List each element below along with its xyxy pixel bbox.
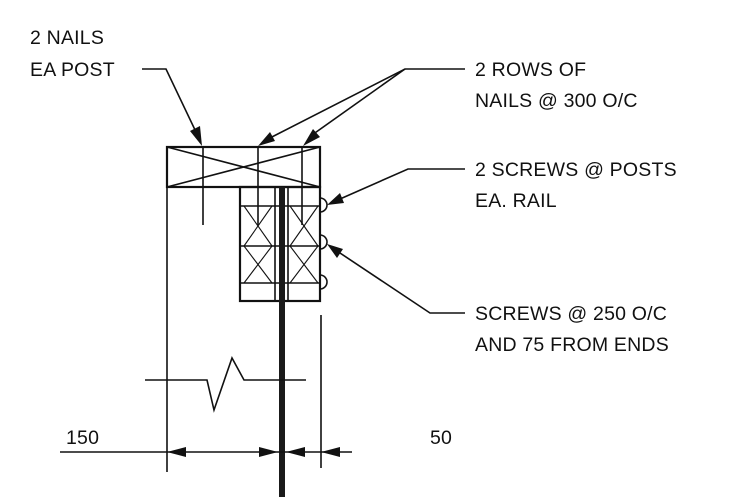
rail-hatch [243, 205, 273, 247]
leader-rows-b [311, 68, 406, 136]
rail-hatch [289, 245, 319, 284]
leader-screws-spacing [336, 250, 465, 314]
label-rows-1: 2 ROWS OF [475, 59, 586, 81]
label-nails-post-1: 2 NAILS [30, 27, 104, 49]
label-screws-posts-2: EA. RAIL [475, 190, 557, 212]
dimension-line [60, 447, 352, 457]
dimension-left-value: 150 [66, 427, 99, 449]
leader-arrow [327, 244, 343, 258]
dim-arrow [259, 447, 278, 457]
dim-arrow [286, 447, 305, 457]
break-line [145, 356, 306, 413]
label-nails-post-2: EA POST [30, 59, 115, 81]
cap-rail-nails [202, 146, 303, 225]
label-screws-spacing-1: SCREWS @ 250 O/C [475, 303, 667, 325]
extension-lines [166, 187, 322, 472]
screw-head-3 [319, 274, 328, 290]
leaders [142, 68, 465, 314]
screw-head-2 [319, 234, 328, 250]
rail-hatch [243, 245, 273, 284]
dim-arrow [321, 447, 340, 457]
leader-rows-a [265, 68, 465, 141]
leader-arrow [303, 129, 320, 146]
rail-hatch [289, 205, 319, 247]
top-cap-rail [165, 145, 322, 189]
leader-nails-post [142, 68, 197, 133]
leader-arrow [258, 132, 275, 146]
dim-arrow [167, 447, 186, 457]
leader-arrow [190, 126, 202, 146]
post-board [279, 187, 285, 497]
center-post [274, 187, 289, 497]
label-screws-spacing-2: AND 75 FROM ENDS [475, 334, 669, 356]
label-rows-2: NAILS @ 300 O/C [475, 90, 638, 112]
leader-screws-posts [339, 168, 465, 200]
leader-arrow [327, 193, 344, 205]
dimension-right-value: 50 [430, 427, 452, 449]
label-screws-posts-1: 2 SCREWS @ POSTS [475, 159, 677, 181]
cap-rail-hatch-b [166, 146, 321, 188]
